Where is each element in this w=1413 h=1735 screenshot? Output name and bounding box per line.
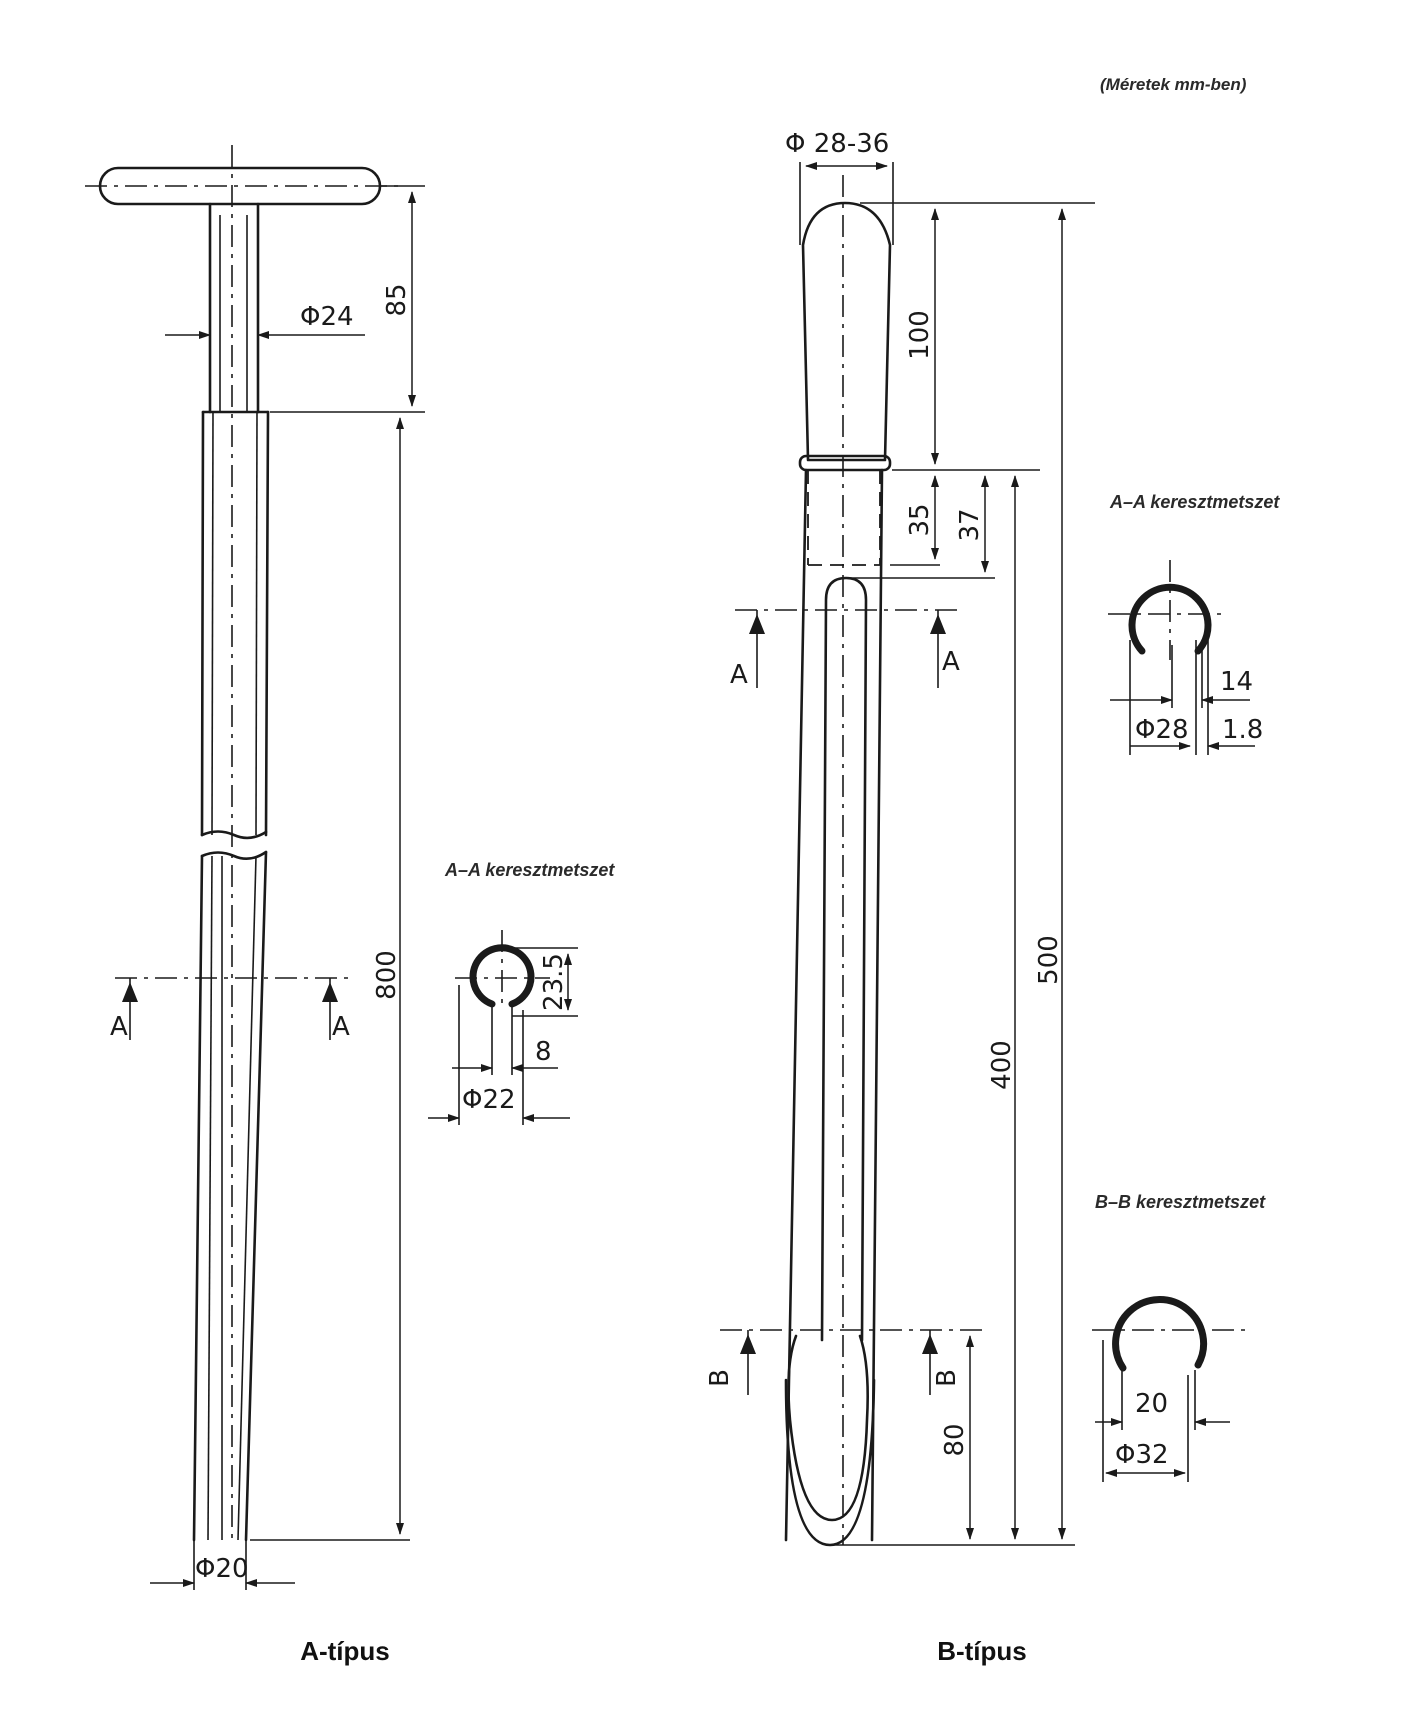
type-b-drawing: A A B B Φ 28-36 100 35 37 80 [705,129,1280,1666]
type-b-section-b-view: 20 Φ32 [1092,1296,1245,1482]
type-b-dim-400: 400 [987,1040,1017,1090]
type-b-section-b-dim-slot: 20 [1135,1389,1168,1419]
type-b-dim-500: 500 [1034,935,1064,985]
type-b-section-a-ring [1128,583,1212,655]
type-b-cut-b-left: B [705,1369,735,1387]
type-b-section-a-dim-wall: 1.8 [1222,715,1263,745]
type-a-drawing: A A Φ24 85 800 Φ20 A–A keresztmetszet [85,145,615,1666]
type-b-cut-a-right: A [942,647,960,677]
type-b-section-b-dim-diameter: Φ32 [1115,1440,1169,1470]
type-a-dim-total-length: 800 [372,950,402,1000]
type-b-section-b-ring [1112,1296,1208,1372]
type-a-section-title: A–A keresztmetszet [444,860,615,880]
type-a-section-dim-diameter: Φ22 [462,1085,516,1115]
type-b-caption: B-típus [937,1636,1027,1666]
type-b-dim-35: 35 [905,503,935,536]
type-a-cut-label-right: A [332,1012,350,1042]
type-b-dim-37: 37 [955,508,985,541]
type-a-section-dim-height: 23.5 [539,953,569,1011]
type-b-section-a-title: A–A keresztmetszet [1109,492,1280,512]
type-a-section-view: 23.5 8 Φ22 [428,930,578,1125]
units-note: (Méretek mm-ben) [1100,75,1247,94]
type-b-dim-handle-height: 100 [905,310,935,360]
type-b-section-b-title: B–B keresztmetszet [1095,1192,1266,1212]
type-b-section-a-view: 14 Φ28 1.8 [1108,560,1263,755]
type-a-dim-handle-height: 85 [382,283,412,316]
type-b-dim-d-handle: Φ 28-36 [785,129,889,159]
type-a-section-dim-slot: 8 [535,1037,552,1067]
type-b-section-a-dim-slot: 14 [1220,667,1253,697]
type-a-cut-label-left: A [110,1012,128,1042]
type-b-cut-b-right: B [932,1369,962,1387]
type-a-dim-d-handle: Φ24 [300,302,354,332]
type-b-cut-a-left: A [730,660,748,690]
type-a-caption: A-típus [300,1636,390,1666]
type-a-dim-d-tip: Φ20 [195,1554,249,1584]
type-b-dim-80: 80 [940,1423,970,1456]
type-b-handle [801,201,892,462]
type-b-section-a-dim-diameter: Φ28 [1135,715,1189,745]
